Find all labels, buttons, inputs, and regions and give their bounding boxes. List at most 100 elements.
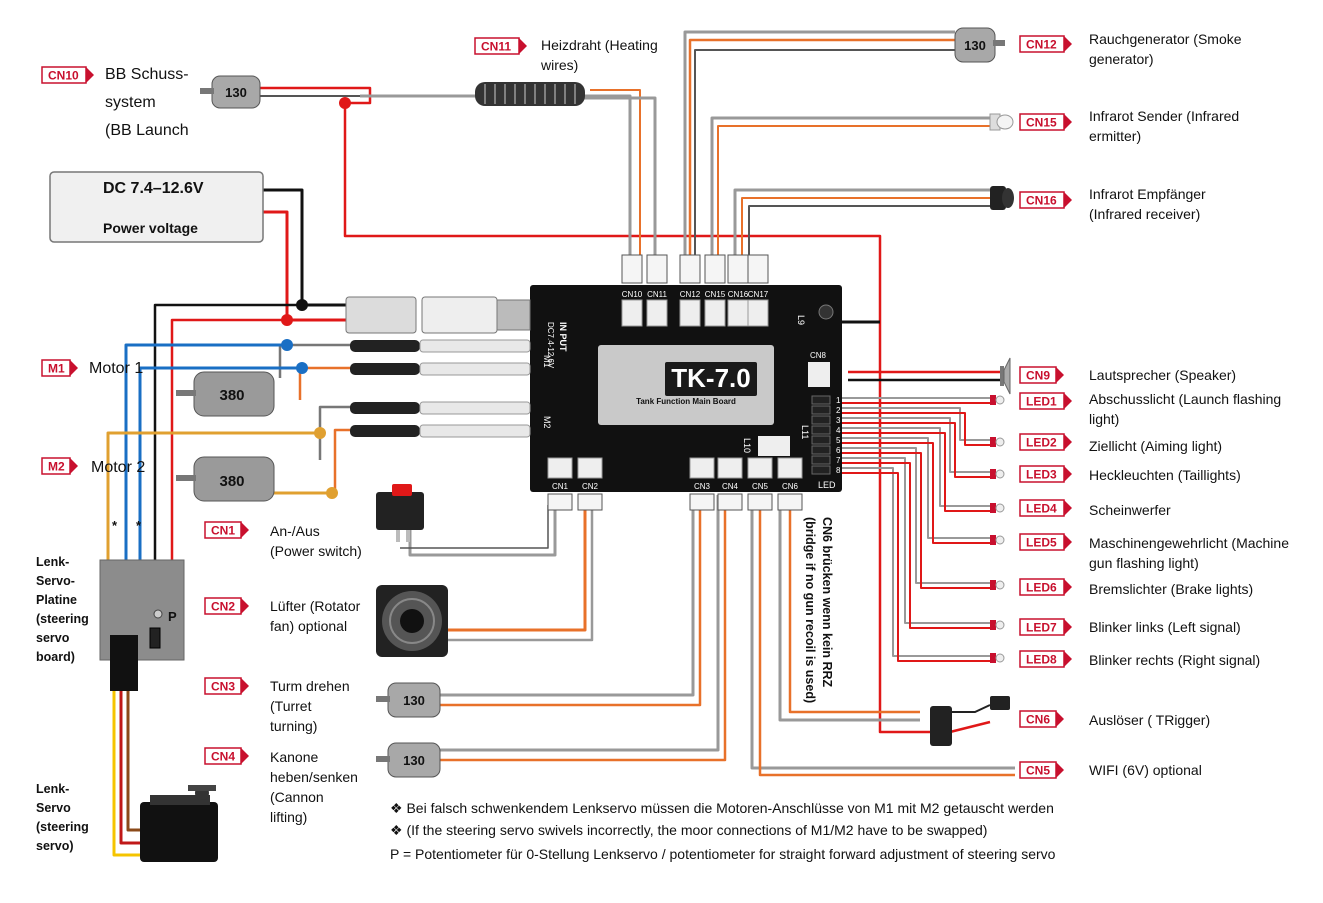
svg-text:LED7: LED7 <box>1026 621 1057 635</box>
tag-cn9: CN9 <box>1019 366 1064 384</box>
svg-text:CN2: CN2 <box>582 482 599 491</box>
tag-led7: LED7 <box>1019 618 1072 636</box>
label-led6-line-1: Bremslichter (Brake lights) <box>1089 581 1253 597</box>
svg-text:CN16: CN16 <box>728 290 749 299</box>
led-bulb-6-icon <box>990 580 1005 590</box>
header-cn17: CN17 <box>747 254 769 327</box>
tag-m2: M2 <box>41 457 78 475</box>
label-cn1-line-2: (Power switch) <box>270 543 362 559</box>
tag-led5: LED5 <box>1019 533 1072 551</box>
svg-text:CN10: CN10 <box>622 290 643 299</box>
label-led1-line-1: Abschusslicht (Launch flashing <box>1089 391 1281 407</box>
main-board: TK-7.0 Tank Function Main Board IN PUT D… <box>530 254 842 511</box>
power-voltage-range: DC 7.4–12.6V <box>103 180 204 197</box>
svg-text:130: 130 <box>403 693 425 708</box>
svg-text:CN15: CN15 <box>1026 116 1057 130</box>
tag-cn1: CN1 <box>204 521 249 539</box>
note-swap-de: ❖ Bei falsch schwenkendem Lenkservo müss… <box>390 800 1054 816</box>
header-cn11: CN11 <box>646 254 668 327</box>
tag-cn15: CN15 <box>1019 113 1072 131</box>
tag-led6: LED6 <box>1019 578 1072 596</box>
header-cn2: CN2 <box>577 457 603 511</box>
tag-cn5: CN5 <box>1019 761 1064 779</box>
header-cn10: CN10 <box>621 254 643 327</box>
power-switch <box>376 484 424 542</box>
tag-led4: LED4 <box>1019 499 1072 517</box>
cn8-header <box>808 362 830 387</box>
steering-servo <box>140 785 218 862</box>
label-cn5-line-1: WIFI (6V) optional <box>1089 762 1202 778</box>
label-led5-line-1: Maschinengewehrlicht (Machine <box>1089 535 1289 551</box>
label-led4-line-1: Scheinwerfer <box>1089 502 1171 518</box>
label-cn2-line-2: fan) optional <box>270 618 347 634</box>
tag-cn12: CN12 <box>1019 35 1072 53</box>
power-voltage-label: Power voltage <box>103 220 198 236</box>
header-cn16: CN16 <box>727 254 749 327</box>
svg-text:LED4: LED4 <box>1026 502 1057 516</box>
potentiometer-label: P <box>168 609 177 624</box>
svg-text:DC7.4-12.6V: DC7.4-12.6V <box>546 322 555 369</box>
label-cn4-line-1: Kanone <box>270 749 318 765</box>
led-block-label: LED <box>818 480 836 490</box>
svg-text:3: 3 <box>836 416 841 425</box>
star-2: * <box>136 518 142 533</box>
label-cn11-line-1: Heizdraht (Heating <box>541 37 658 53</box>
tag-cn11: CN11 <box>474 37 527 55</box>
svg-text:CN15: CN15 <box>705 290 726 299</box>
label-cn15-line-2: ermitter) <box>1089 128 1141 144</box>
svg-text:CN6: CN6 <box>782 482 799 491</box>
label-cn4-line-3: (Cannon <box>270 789 324 805</box>
label-led5-line-2: gun flashing light) <box>1089 555 1199 571</box>
turret-motor: 130 <box>376 682 441 718</box>
motor-connectors <box>350 339 531 438</box>
header-cn3: CN3 <box>689 457 715 511</box>
bb-motor: 130 <box>200 75 261 109</box>
tag-cn10: CN10 <box>41 66 94 84</box>
label-m2-line-1: Motor 2 <box>91 459 145 476</box>
svg-text:380: 380 <box>219 387 244 404</box>
label-cn3-line-1: Turm drehen <box>270 678 350 694</box>
svg-text:1: 1 <box>836 396 841 405</box>
svg-text:CN4: CN4 <box>722 482 739 491</box>
label-cn10-line-3: (BB Launch <box>105 122 189 139</box>
svg-text:LED5: LED5 <box>1026 536 1057 550</box>
svg-text:IN PUT: IN PUT <box>558 322 568 352</box>
label-led3-line-1: Heckleuchten (Taillights) <box>1089 467 1241 483</box>
header-cn4: CN4 <box>717 457 743 511</box>
header-cn12: CN12 <box>679 254 701 327</box>
label-led8-line-1: Blinker rechts (Right signal) <box>1089 652 1260 668</box>
svg-text:CN11: CN11 <box>647 290 667 299</box>
cn8-label: CN8 <box>810 351 827 360</box>
led-pin-8: 8 <box>811 465 841 475</box>
svg-text:CN2: CN2 <box>211 600 235 614</box>
led-bulb-7-icon <box>990 620 1005 630</box>
led-pin-7: 7 <box>811 455 841 465</box>
svg-text:CN9: CN9 <box>1026 369 1050 383</box>
power-pack: DC 7.4–12.6V Power voltage <box>49 171 264 243</box>
label-cn12-line-2: generator) <box>1089 51 1154 67</box>
svg-text:M2: M2 <box>542 416 552 429</box>
svg-text:5: 5 <box>836 436 841 445</box>
led-bulbs <box>990 395 1005 663</box>
note-swap-en: ❖ (If the steering servo swivels incorre… <box>390 822 988 838</box>
label-cn16-line-2: (Infrared receiver) <box>1089 206 1200 222</box>
svg-text:CN10: CN10 <box>48 69 79 83</box>
svg-text:130: 130 <box>225 85 247 100</box>
power-plug <box>345 296 531 334</box>
svg-text:6: 6 <box>836 446 841 455</box>
fan <box>376 585 448 657</box>
tag-led8: LED8 <box>1019 650 1072 668</box>
svg-text:CN3: CN3 <box>211 680 235 694</box>
label-cn10-line-1: BB Schuss- <box>105 66 189 83</box>
header-cn6: CN6 <box>777 457 803 511</box>
ir-receiver <box>990 186 1014 210</box>
tag-m1: M1 <box>41 359 78 377</box>
led-bulb-3-icon <box>990 469 1005 479</box>
